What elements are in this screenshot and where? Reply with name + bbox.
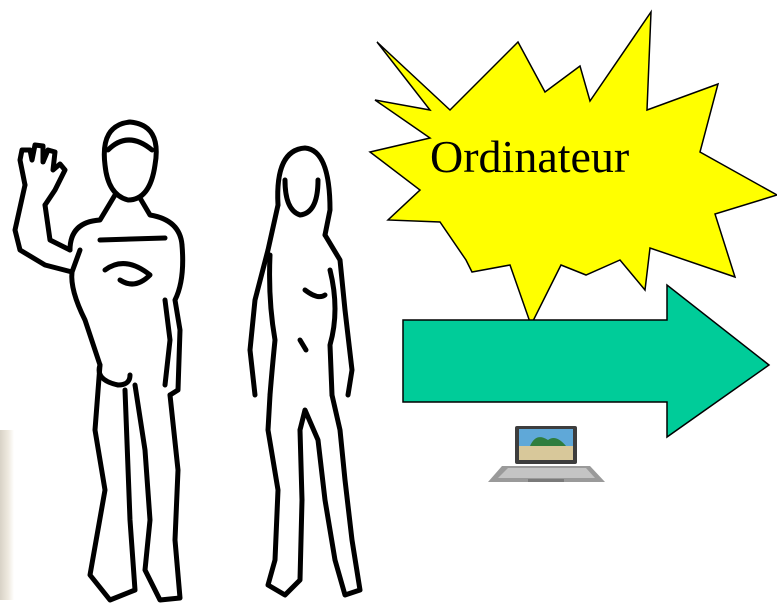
woman-figure (250, 148, 360, 595)
laptop-icon (488, 426, 605, 482)
starburst-label: Ordinateur (430, 134, 730, 180)
green-arrow (403, 285, 769, 437)
man-figure (15, 122, 183, 600)
